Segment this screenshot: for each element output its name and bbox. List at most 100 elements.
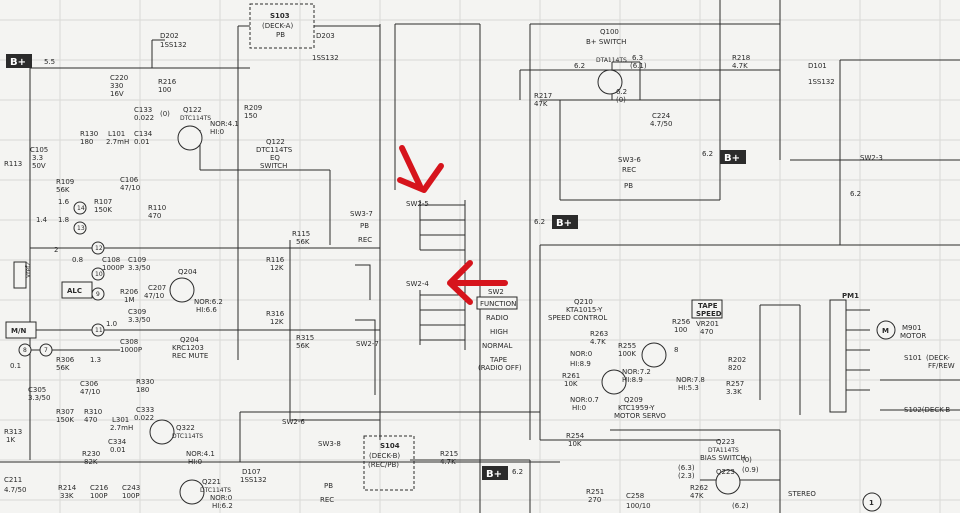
q122-eq: EQ [270, 154, 280, 162]
q204-nor: NOR:6.2 [194, 298, 223, 306]
c105-v1: 3.3 [32, 154, 43, 162]
r218-v: 4.7K [732, 62, 748, 70]
alc-label: ALC [67, 287, 82, 295]
sw2-normal: NORMAL [482, 342, 512, 350]
q223-part: DTA114TS [708, 447, 739, 454]
q221-nor: NOR:0 [210, 494, 232, 502]
c333-label: C333 [136, 406, 154, 414]
sw3-7-rec: REC [358, 236, 372, 244]
r113-label: R113 [4, 160, 22, 168]
l101-v: 2.7mH [106, 138, 129, 146]
r263-v: 4.7K [590, 338, 606, 346]
q209-hi: HI:8.9 [570, 360, 591, 368]
ic-pin-column [18, 201, 105, 357]
sw2-7-label: SW2-7 [356, 340, 379, 348]
l301-label: L301 [112, 416, 129, 424]
c109-v: 3.3/50 [128, 264, 150, 272]
q210-symbol [641, 342, 667, 368]
v62paren-label: (6.2) [732, 502, 749, 510]
r255-label: R255 [618, 342, 636, 350]
c243-v: 100P [122, 492, 140, 500]
q204-func: REC MUTE [172, 352, 208, 360]
r206-v: 1M [124, 296, 135, 304]
vr201-label: VR201 [696, 320, 719, 328]
r206-label: R206 [120, 288, 139, 296]
r116-label: R116 [266, 256, 285, 264]
r107-v: 150K [94, 206, 112, 214]
sw2-radio: RADIO [486, 314, 509, 322]
q322-top: Q322 [176, 424, 195, 432]
q100-symbol [597, 69, 623, 95]
c133-label: C133 [134, 106, 152, 114]
r316-v: 12K [270, 318, 284, 326]
r215-v: 4.7K [440, 458, 456, 466]
c211-label: C211 [4, 476, 22, 484]
v62c-label: 6.2 [534, 218, 545, 226]
labels: 5.5 D202 1SS132 C220 330 16V R216 100 S1… [4, 12, 955, 510]
tape-speed-box [691, 299, 723, 319]
r315-v: 56K [296, 342, 310, 350]
sw2-3-label: SW2-3 [860, 154, 883, 162]
r255-v: 100K [618, 350, 636, 358]
r256-label: R256 [672, 318, 691, 326]
r109-v: 56K [56, 186, 70, 194]
pv-18: 1.8 [58, 216, 69, 224]
q210-nor: NOR:7.8 [676, 376, 705, 384]
d202-label: D202 [160, 32, 179, 40]
q122-name: Q122 [266, 138, 285, 146]
q209-symbol [601, 369, 627, 395]
motor-m: M [882, 327, 889, 335]
c134-v: 0.01 [134, 138, 150, 146]
q221-symbol [179, 479, 205, 505]
svg-text:B+: B+ [724, 153, 740, 164]
r330-v: 180 [136, 386, 149, 394]
sw2-6-label: SW2-6 [282, 418, 305, 426]
c243-label: C243 [122, 484, 140, 492]
q209-part: KTC1959-Y [618, 404, 655, 412]
r209-v: 150 [244, 112, 257, 120]
c306-label: C306 [80, 380, 99, 388]
r110-v: 470 [148, 212, 161, 220]
r218-label: R218 [732, 54, 750, 62]
c220-v2: 16V [110, 90, 124, 98]
c108-v: 1000P [102, 264, 124, 272]
r313-label: R313 [4, 428, 22, 436]
r216-label: R216 [158, 78, 177, 86]
c334-v: 0.01 [110, 446, 126, 454]
c308-v: 1000P [120, 346, 142, 354]
r110-label: R110 [148, 204, 166, 212]
v62b-label: 6.2 [702, 150, 713, 158]
d101-part: 1SS132 [808, 78, 835, 86]
r202-v: 820 [728, 364, 741, 372]
q223-name: Q223 [716, 468, 735, 476]
r306-v: 56K [56, 364, 70, 372]
red-arrow-down [397, 145, 444, 193]
function-box [476, 296, 518, 310]
r115-v: 56K [296, 238, 310, 246]
sw3-8-label: SW3-8 [318, 440, 341, 448]
q122-hi: HI:0 [210, 128, 224, 136]
red-arrow-left [447, 260, 508, 305]
q221-hi: HI:6.2 [212, 502, 233, 510]
d101-label: D101 [808, 62, 827, 70]
r307-label: R307 [56, 408, 74, 416]
vref-block [13, 261, 27, 289]
q100-v1: 6.3 [632, 54, 643, 62]
sw3-8-rec: REC [320, 496, 334, 504]
pm1-connector [829, 299, 847, 413]
s101-label: S101 [904, 354, 922, 362]
c106-v: 47/10 [120, 184, 140, 192]
q122-v1: (0) [160, 110, 170, 118]
q223-top: Q223 [716, 438, 735, 446]
r330-label: R330 [136, 378, 154, 386]
pv-14: 1.4 [36, 216, 48, 224]
c220-v1: 330 [110, 82, 123, 90]
alc-block [61, 281, 93, 299]
pv-2: 2 [54, 246, 58, 254]
s103-label: S103 [270, 12, 290, 20]
q210-func: SPEED CONTROL [548, 314, 607, 322]
s104-label: S104 [380, 442, 400, 450]
sw3-6-rec: REC [622, 166, 636, 174]
mn-block [5, 321, 37, 339]
